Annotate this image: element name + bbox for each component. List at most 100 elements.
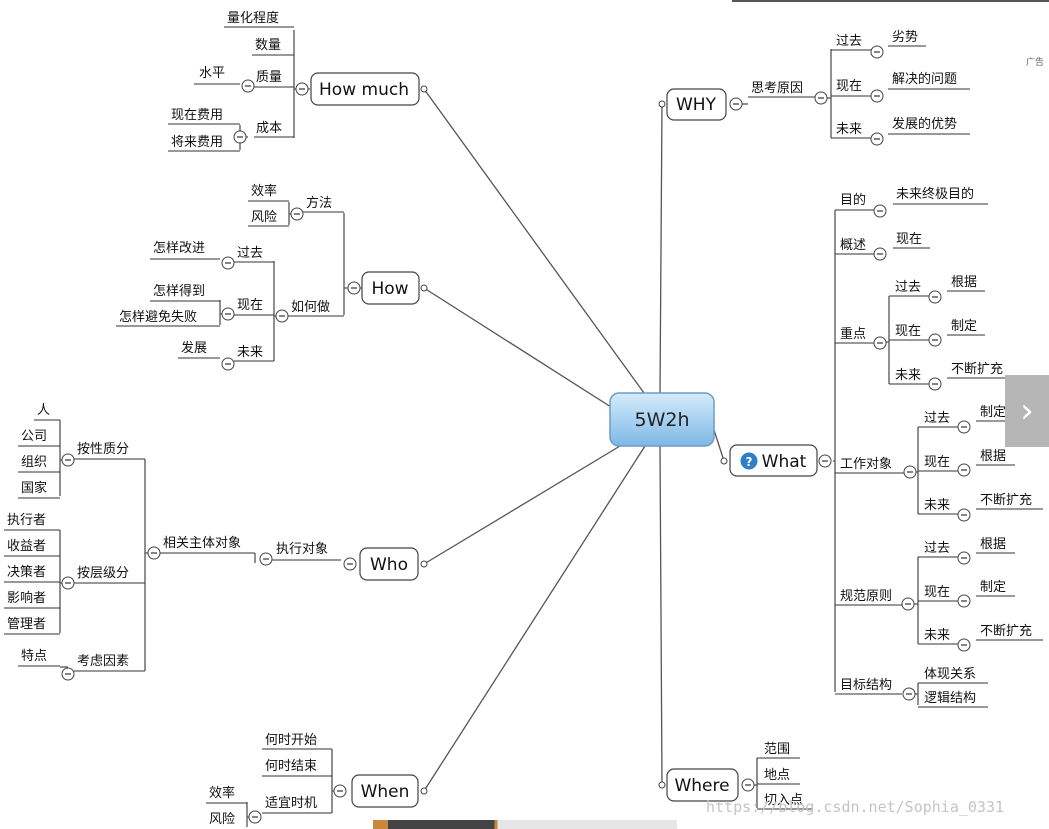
branch-where-label: Where — [674, 776, 729, 796]
connection-dot — [720, 457, 728, 465]
node-label: 如何做 — [291, 299, 330, 315]
node-label: 数量 — [255, 38, 281, 53]
svg-text:?: ? — [746, 455, 753, 469]
node-label: 方法 — [306, 195, 332, 211]
node-label: 现在费用 — [171, 108, 223, 123]
branch-when[interactable]: When — [351, 774, 419, 808]
node-label: 适宜时机 — [265, 796, 317, 811]
why-subtree: 思考原因 过去 劣势 现在 解决的问题 未来 发展的优势 — [751, 29, 957, 137]
node-label: 按性质分 — [77, 442, 129, 457]
what-subtree: 目的 未来终极目的 概述 现在 重点 过去 根据 现在 制定 未来 不断扩充 工… — [840, 186, 1032, 706]
when-subtree: 何时开始 何时结束 适宜时机 效率 风险 — [209, 732, 317, 827]
branch-who-label: Who — [370, 555, 408, 575]
node-label: 工作对象 — [840, 457, 892, 472]
branch-why[interactable]: WHY — [666, 88, 727, 121]
node-label: 特点 — [21, 649, 47, 664]
node-label: 相关主体对象 — [163, 536, 241, 551]
node-label: 解决的问题 — [892, 71, 957, 87]
branch-how-much[interactable]: How much — [310, 72, 420, 106]
node-label: 量化程度 — [227, 10, 279, 26]
node-label: 现在 — [924, 455, 950, 470]
node-label: 执行者 — [7, 513, 46, 528]
node-label: 未来终极目的 — [896, 186, 974, 202]
node-label: 现在 — [924, 585, 950, 600]
center-rays — [423, 88, 725, 792]
center-node-label: 5W2h — [634, 409, 689, 431]
node-label: 制定 — [980, 405, 1006, 420]
node-label: 国家 — [21, 480, 47, 496]
connection-dot — [658, 100, 666, 108]
help-icon — [740, 452, 758, 470]
node-label: 风险 — [251, 210, 277, 225]
node-label: 现在 — [896, 232, 922, 247]
node-label: 按层级分 — [77, 566, 129, 581]
node-label: 不断扩充 — [980, 492, 1032, 508]
branch-what-label: What — [762, 452, 807, 472]
node-label: 决策者 — [7, 564, 46, 580]
connection-dot — [658, 781, 666, 789]
node-label: 效率 — [251, 183, 277, 199]
node-label: 体现关系 — [924, 667, 976, 682]
node-underlines — [4, 26, 1043, 814]
node-label: 现在 — [836, 79, 862, 94]
branch-what[interactable]: ? What — [729, 444, 818, 477]
watermark: https://blog.csdn.net/Sophia_0331 — [706, 798, 1005, 816]
center-node[interactable]: 5W2h — [609, 392, 715, 447]
node-label: 未来 — [924, 628, 950, 643]
node-label: 过去 — [237, 246, 263, 261]
node-label: 发展的优势 — [892, 116, 957, 132]
node-label: 根据 — [980, 537, 1006, 552]
node-label: 执行对象 — [276, 542, 328, 557]
node-label: 现在 — [237, 298, 263, 313]
node-label: 切入点 — [764, 793, 803, 808]
node-label: 何时结束 — [265, 758, 317, 774]
branch-how[interactable]: How — [361, 271, 420, 305]
node-label: 范围 — [764, 742, 790, 757]
node-label: 目标结构 — [840, 678, 892, 693]
node-label: 公司 — [21, 429, 47, 444]
node-label: 人 — [37, 403, 50, 418]
connection-dot — [420, 85, 428, 93]
node-label: 将来费用 — [171, 135, 223, 150]
top-border-bar — [732, 0, 1049, 2]
node-label: 何时开始 — [265, 732, 317, 748]
branch-where[interactable]: Where — [666, 768, 739, 802]
node-label: 制定 — [980, 580, 1006, 595]
branch-how-label: How — [371, 279, 408, 299]
connection-dots — [420, 85, 728, 795]
node-label: 未来 — [924, 498, 950, 513]
node-label: 目的 — [840, 192, 866, 208]
node-label: 未来 — [836, 122, 862, 137]
node-label: 管理者 — [7, 617, 46, 632]
collapse-markers — [61, 45, 971, 824]
node-label: 过去 — [836, 34, 862, 49]
node-label: 不断扩充 — [980, 623, 1032, 639]
node-label: 成本 — [256, 121, 282, 136]
node-label: 水平 — [199, 66, 225, 81]
how-much-subtree: 量化程度 数量 质量 水平 成本 现在费用 将来费用 — [171, 10, 282, 150]
node-label: 逻辑结构 — [924, 691, 976, 706]
node-label: 过去 — [924, 541, 950, 556]
node-label: 组织 — [21, 455, 47, 470]
node-label: 根据 — [951, 275, 977, 290]
node-label: 地点 — [764, 768, 790, 783]
node-label: 怎样避免失败 — [119, 310, 197, 325]
node-label: 现在 — [895, 324, 921, 339]
bottom-ad-strip — [373, 820, 677, 829]
where-subtree: 范围 地点 切入点 — [764, 742, 803, 808]
node-label: 重点 — [840, 326, 866, 342]
node-label: 效率 — [209, 785, 235, 801]
next-arrow-button[interactable]: › — [1005, 375, 1049, 447]
node-label: 怎样改进 — [153, 241, 205, 256]
how-subtree: 方法 效率 风险 如何做 过去 怎样改进 现在 怎样得到 怎样避免失败 未来 发… — [119, 183, 332, 360]
node-label: 质量 — [256, 70, 282, 85]
node-label: 不断扩充 — [951, 361, 1003, 377]
node-label: 考虑因素 — [77, 654, 129, 669]
node-label: 发展 — [181, 340, 207, 356]
node-label: 劣势 — [892, 29, 918, 45]
branch-who[interactable]: Who — [359, 547, 419, 581]
node-label: 过去 — [895, 280, 921, 295]
connection-dot — [420, 560, 428, 568]
connection-dot — [420, 787, 428, 795]
node-label: 收益者 — [7, 539, 46, 554]
